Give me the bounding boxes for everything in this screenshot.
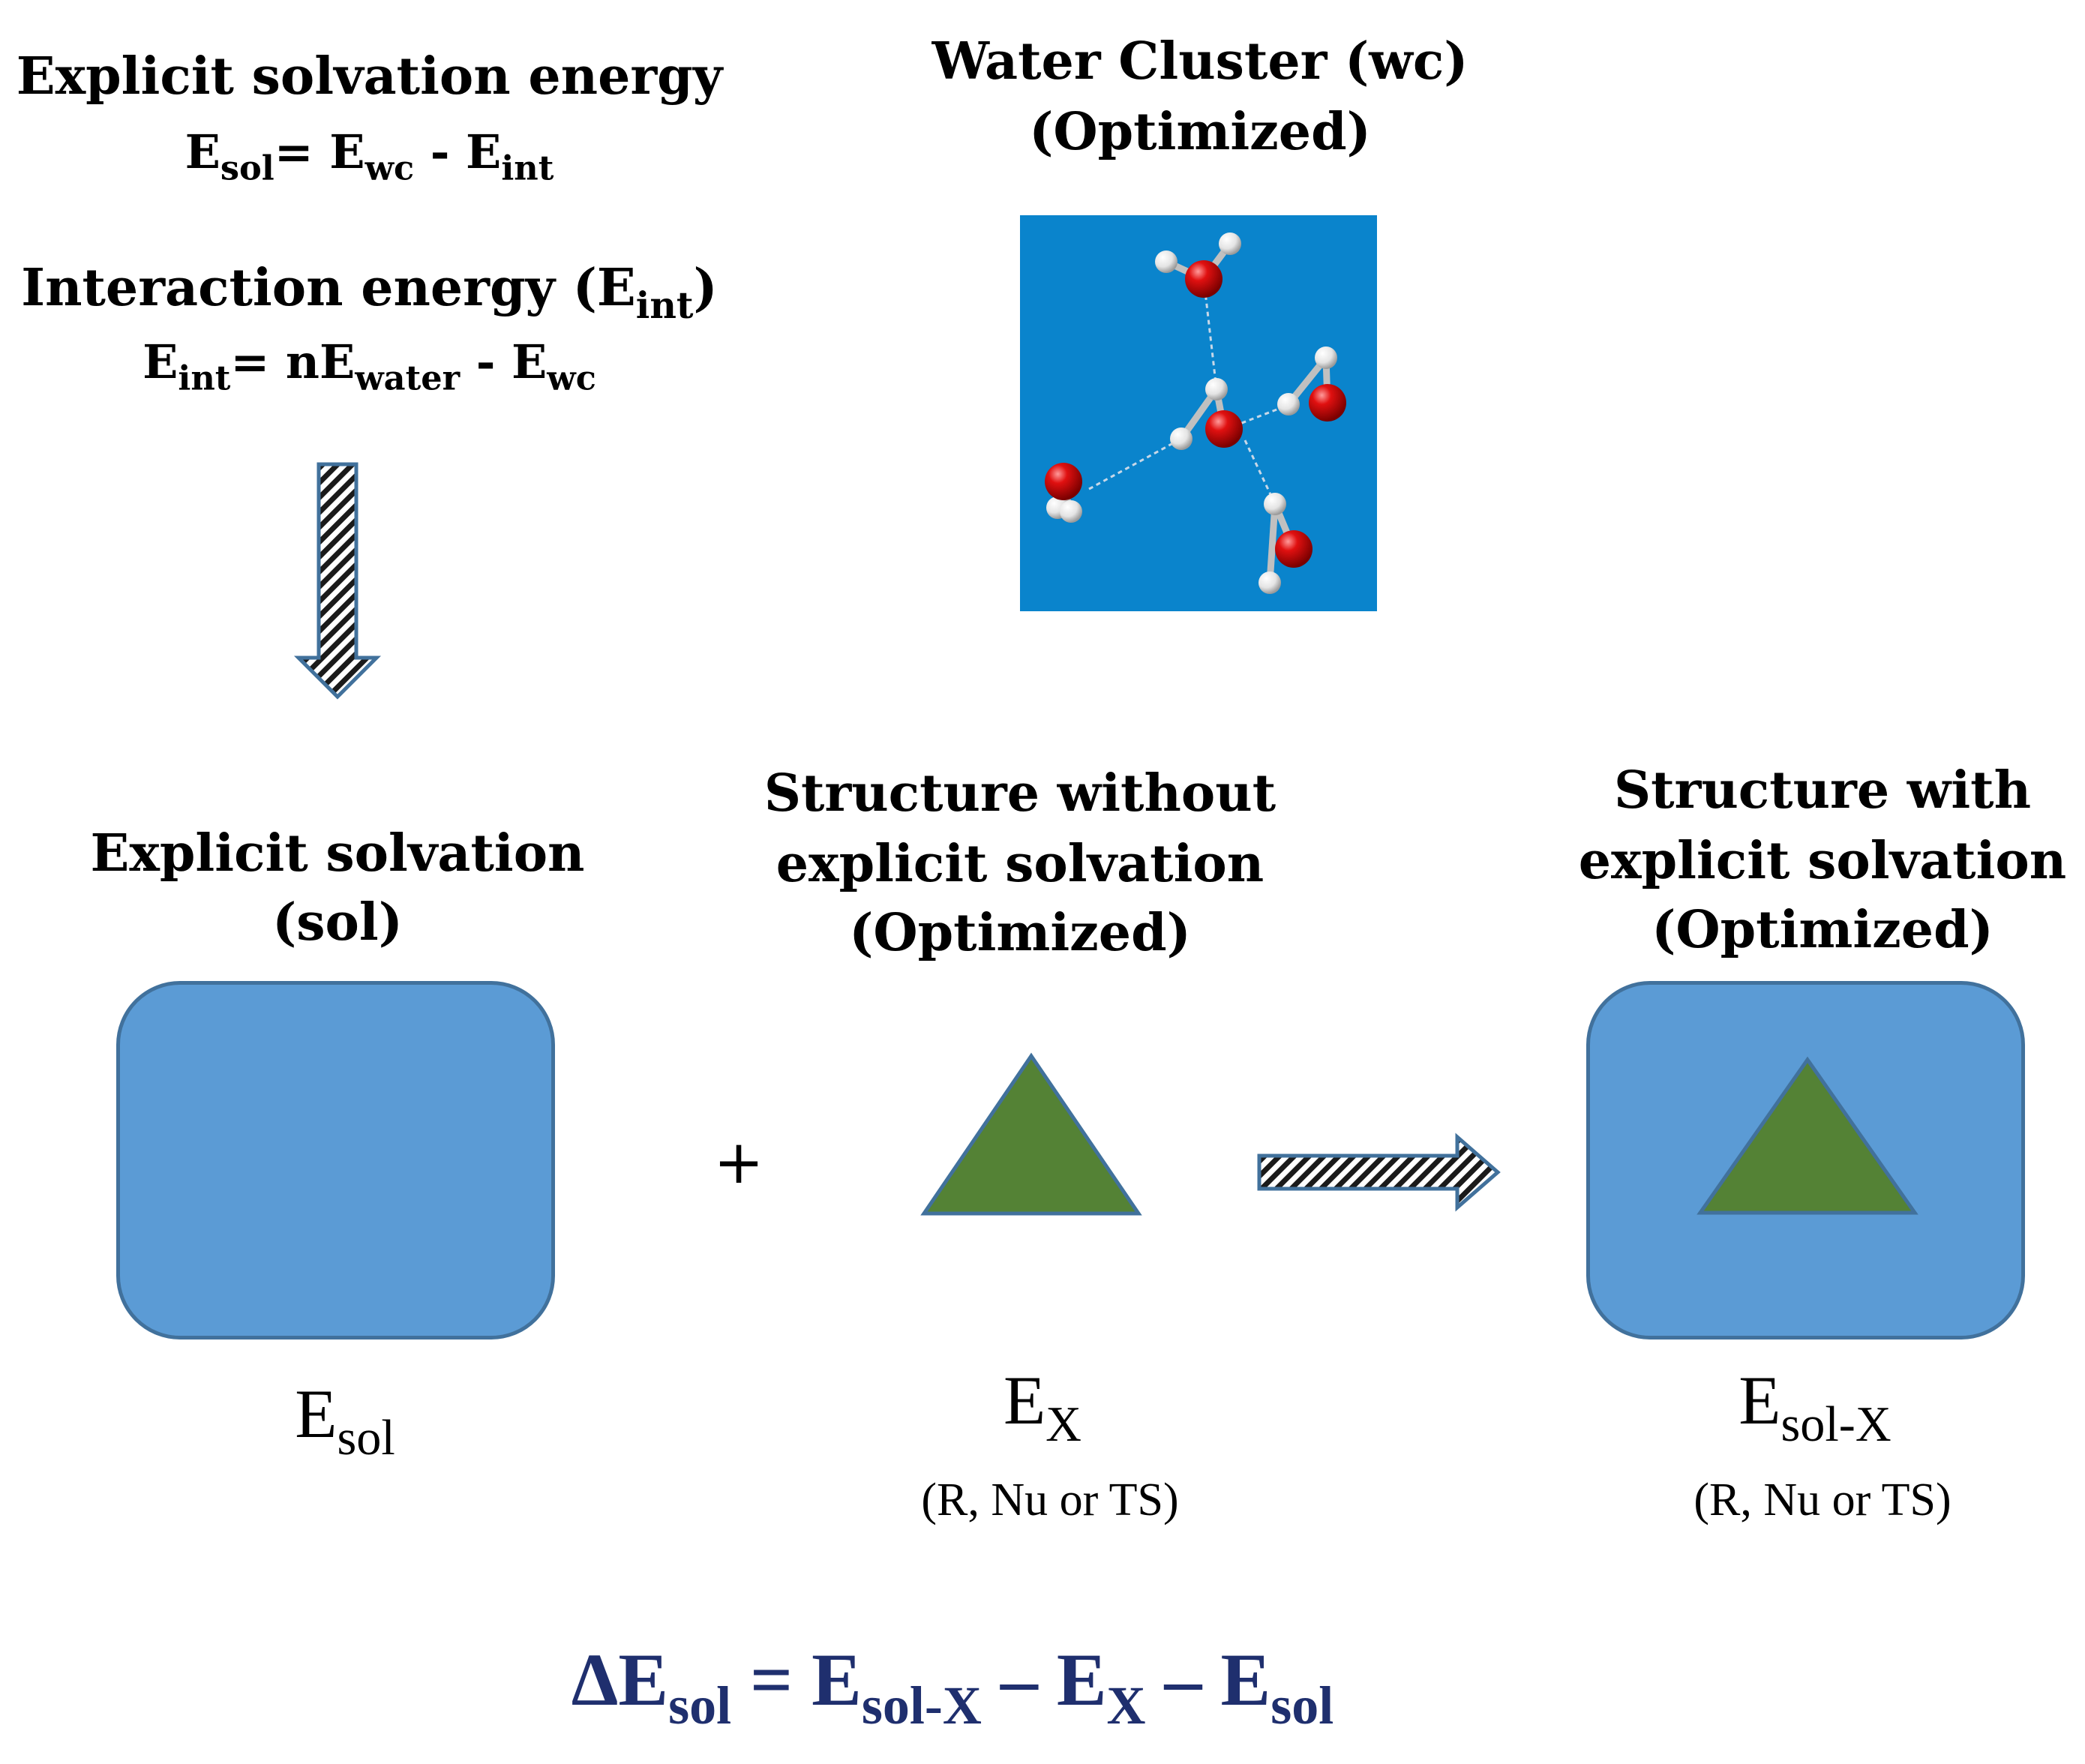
ex-label: EX	[870, 1359, 1215, 1450]
eint-eq-mid: = nE	[230, 334, 356, 389]
formula-eq: = E	[731, 1638, 862, 1721]
water-cluster-molecule-icon	[1020, 215, 1377, 611]
x-panel-title-line3: (Optimized)	[849, 903, 1191, 963]
solx-panel-title-line1: Structure with	[1613, 760, 2032, 820]
esol-eq-e: E	[184, 124, 220, 179]
formula-sub-solx: sol-X	[861, 1676, 982, 1736]
eint-eq-minus: - E	[460, 334, 548, 389]
structure-triangle-icon	[920, 1052, 1142, 1216]
esolx-label: Esol-X	[1628, 1359, 2002, 1450]
esol-eq-sub-int: int	[501, 148, 554, 188]
sol-panel-title-line2: (sol)	[272, 892, 403, 952]
x-panel-title-line2: explicit solvation	[776, 834, 1264, 894]
ex-label-e: E	[1003, 1362, 1046, 1438]
esol-eq-mid: = E	[274, 124, 365, 179]
esol-eq-sub-sol: sol	[220, 148, 274, 188]
esol-equation: Esol= Ewc - Eint	[0, 118, 739, 186]
interaction-energy-text: Interaction energy (E	[21, 258, 636, 318]
interaction-energy-sub: int	[635, 284, 694, 328]
eint-eq-sub-int: int	[178, 358, 231, 398]
down-arrow-icon	[293, 462, 382, 700]
solvated-triangle-icon	[1696, 1056, 1918, 1215]
right-arrow-icon	[1257, 1132, 1501, 1212]
interaction-energy-title: Interaction energy (Eint)	[0, 254, 739, 324]
esolx-label-sub: sol-X	[1780, 1397, 1892, 1453]
esol-label: Esol	[172, 1372, 518, 1463]
eint-eq-sub-water: water	[355, 358, 460, 398]
solvation-box	[116, 981, 555, 1340]
esol-label-sub: sol	[337, 1411, 395, 1466]
formula-sub-sol2: sol	[1270, 1676, 1334, 1736]
esolx-label-e: E	[1738, 1362, 1781, 1438]
x-panel-title-line1: Structure without	[764, 764, 1276, 824]
solx-panel-title-line2: explicit solvation	[1578, 831, 2067, 891]
sol-panel-title-line1: Explicit solvation	[90, 824, 585, 884]
solx-panel-title-line3: (Optimized)	[1652, 900, 1994, 960]
interaction-energy-close: )	[693, 258, 718, 318]
water-cluster-subtitle: (Optimized)	[1029, 102, 1371, 162]
water-cluster-title: Water Cluster (wc)	[932, 32, 1468, 92]
x-panel-note: (R, Nu or TS)	[921, 1474, 1179, 1526]
esol-eq-minus: - E	[414, 124, 502, 179]
formula-sub-sol: sol	[668, 1676, 732, 1736]
formula-minus1: – E	[981, 1638, 1107, 1721]
formula-sub-x: X	[1106, 1676, 1146, 1736]
solx-panel-note: (R, Nu or TS)	[1694, 1474, 1952, 1526]
formula-minus2: – E	[1145, 1638, 1271, 1721]
formula-delta: ΔE	[571, 1638, 669, 1721]
esol-eq-sub-wc: wc	[364, 148, 415, 188]
explicit-solvation-energy-title: Explicit solvation energy	[16, 46, 723, 106]
delta-esol-formula: ΔEsol = Esol-X – EX – Esol	[480, 1635, 1425, 1732]
esol-label-e: E	[295, 1376, 338, 1452]
eint-equation: Eint= nEwater - Ewc	[0, 328, 739, 396]
eint-eq-sub-wc: wc	[547, 358, 596, 398]
solvated-structure-box	[1586, 981, 2025, 1340]
eint-eq-e: E	[142, 334, 178, 389]
plus-sign: +	[713, 1127, 764, 1197]
ex-label-sub: X	[1046, 1397, 1082, 1453]
